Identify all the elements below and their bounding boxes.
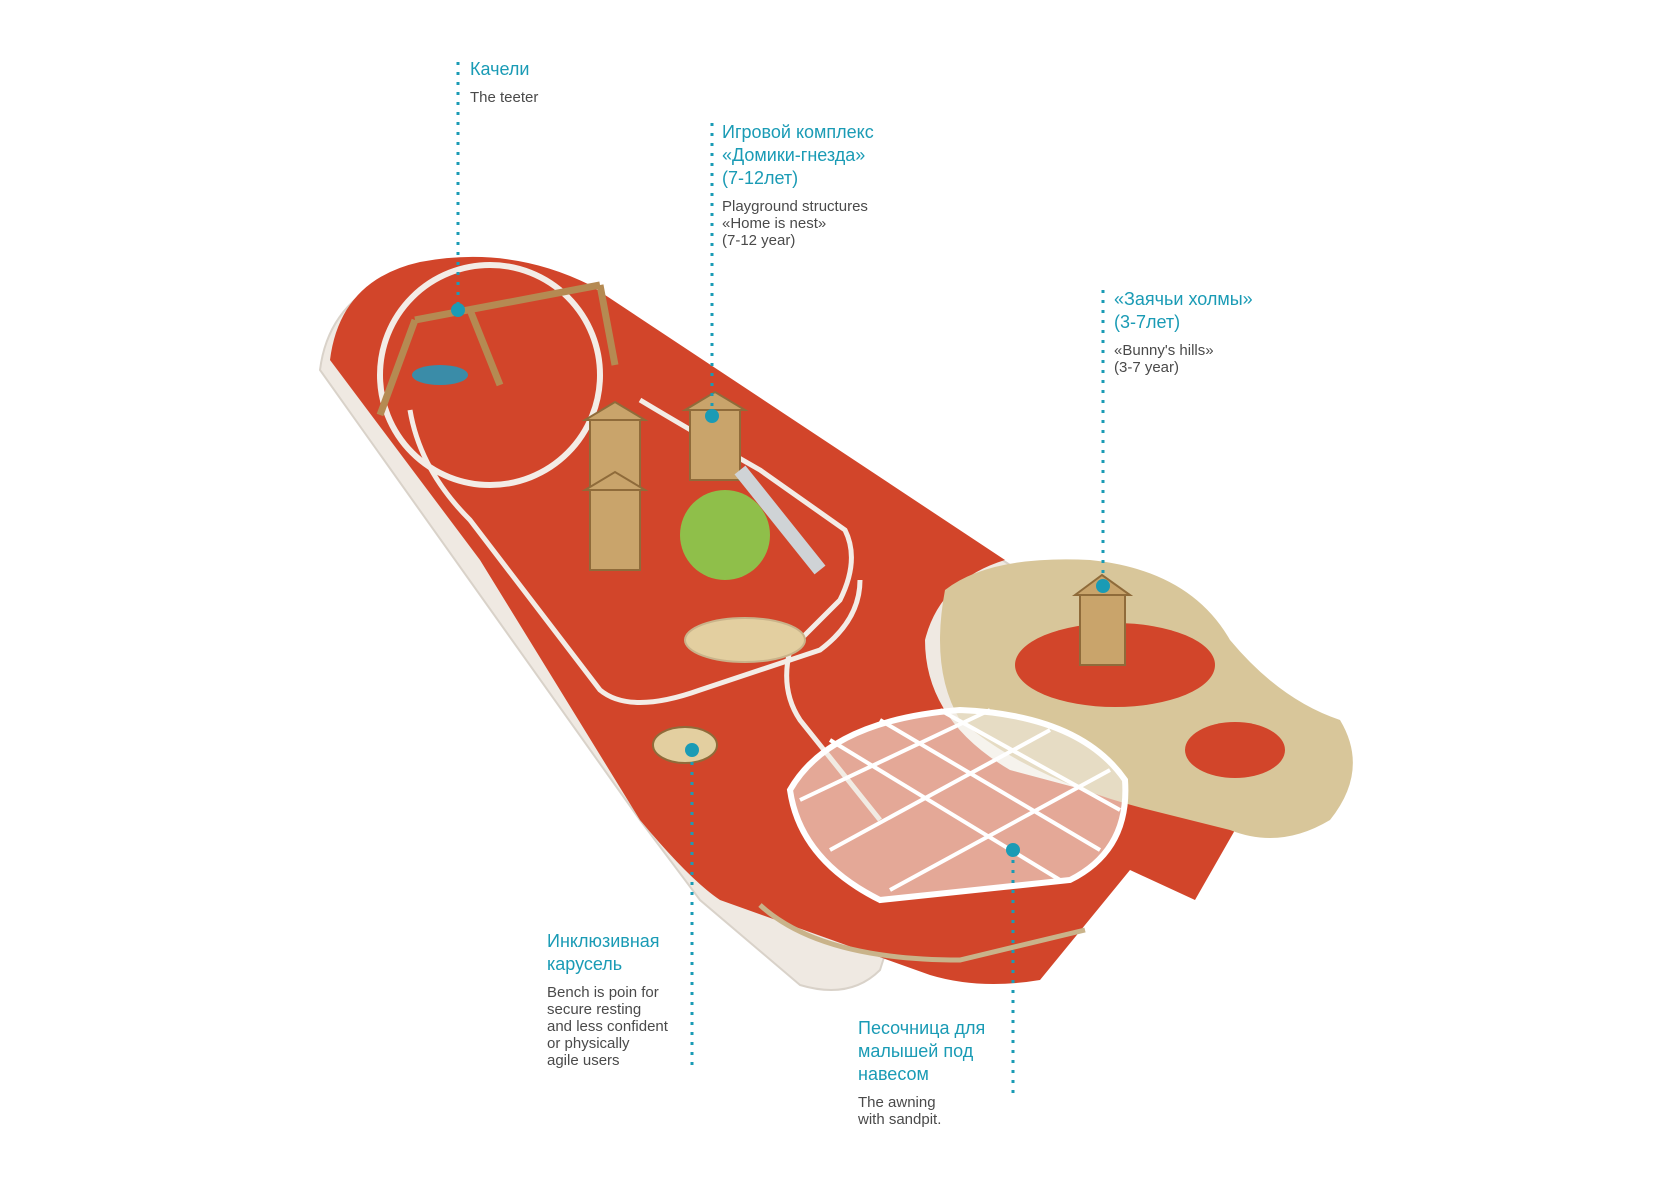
swing-nest (412, 365, 468, 385)
label-teeter-ru: Качели (470, 59, 530, 79)
nest-towers (581, 390, 1134, 666)
bunny-hill-small (1185, 722, 1285, 778)
label-hills: «Заячьи холмы» (3-7лет) «Bunny's hills» … (1114, 288, 1253, 376)
label-teeter: Качели The teeter (470, 58, 538, 106)
label-carousel: Инклюзивная карусель Bench is poin for s… (547, 930, 668, 1069)
label-sandpit-ru: Песочница для малышей под навесом (858, 1018, 986, 1084)
label-sandpit: Песочница для малышей под навесом The aw… (858, 1017, 985, 1128)
swing-area (377, 262, 603, 488)
label-carousel-ru: Инклюзивная карусель (547, 931, 660, 974)
leader-lines (456, 62, 1105, 1100)
label-nest-ru: Игровой комплекс «Домики-гнезда» (7-12ле… (722, 122, 874, 188)
label-nest: Игровой комплекс «Домики-гнезда» (7-12ле… (722, 121, 874, 249)
tree (680, 490, 770, 580)
swing-frame (376, 281, 619, 417)
label-hills-en: «Bunny's hills» (3-7 year) (1114, 342, 1214, 376)
label-nest-en: Playground structures «Home is nest» (7-… (722, 198, 868, 249)
marker-dots (451, 303, 1110, 857)
awning (758, 706, 1129, 963)
track-line (407, 409, 863, 705)
tree-bench (684, 617, 806, 663)
slide (734, 465, 826, 575)
label-sandpit-en: The awning with sandpit. (858, 1094, 942, 1128)
label-teeter-en: The teeter (470, 89, 539, 106)
carousel (652, 726, 718, 764)
label-hills-ru: «Заячьи холмы» (3-7лет) (1114, 289, 1253, 332)
label-carousel-en: Bench is poin for secure resting and les… (547, 984, 668, 1069)
